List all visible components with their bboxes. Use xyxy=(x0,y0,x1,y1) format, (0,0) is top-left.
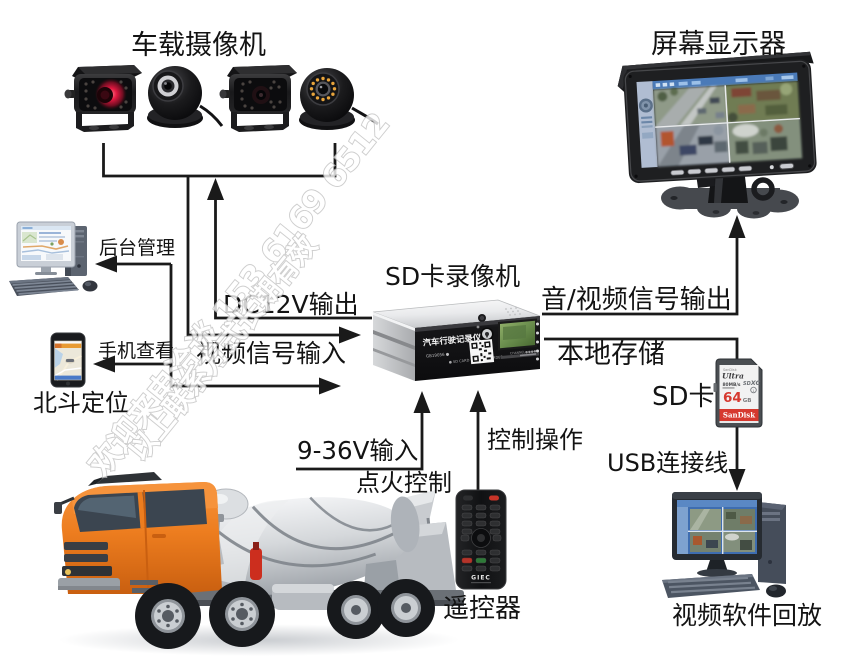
sd-capacity: 64GB xyxy=(723,390,752,406)
label-sd-card: SD卡 xyxy=(652,382,715,412)
label-ignition: 点火控制 xyxy=(356,469,452,497)
box-camera-1 xyxy=(64,65,142,132)
label-control-op: 控制操作 xyxy=(487,426,583,454)
label-beidou: 北斗定位 xyxy=(33,389,129,417)
arrowhead-phone xyxy=(93,355,115,373)
dvr-slot-caption: CHANNEL●●●● xyxy=(510,349,537,355)
label-usb-cable: USB连接线 xyxy=(607,449,729,477)
arrowhead-power-up xyxy=(413,391,431,413)
arrowhead-usb-down xyxy=(728,469,746,491)
label-playback: 视频软件回放 xyxy=(672,601,823,630)
sd-speed: 80MB/s xyxy=(723,382,741,388)
label-local-storage: 本地存储 xyxy=(557,339,665,370)
arrowhead-backend xyxy=(95,255,117,273)
screen-monitor xyxy=(617,51,817,219)
connector-local-storage xyxy=(544,337,739,363)
sd-brand-small: SanDisk xyxy=(723,368,737,372)
label-remote: 遥控器 xyxy=(443,594,522,624)
label-dc12v-out: DC12V输出 xyxy=(223,290,359,319)
connector-camera-bracket xyxy=(102,143,337,178)
arrowhead-trunk-in xyxy=(319,377,341,395)
label-backend: 后台管理 xyxy=(99,237,176,259)
connector-power-in xyxy=(296,412,424,471)
label-video-in: 视频信号输入 xyxy=(196,339,347,368)
box-camera-2 xyxy=(219,65,297,132)
sd-card: SanDisk Ultra 80MB/s SDXC 1 64GB SanDisk xyxy=(713,358,763,428)
sd-series: Ultra xyxy=(722,372,744,381)
arrowhead-dc12v-up xyxy=(207,178,224,200)
remote-brand: GIEC xyxy=(471,575,491,582)
label-monitor-title: 屏幕显示器 xyxy=(651,29,786,60)
playback-computer xyxy=(662,492,786,598)
phone xyxy=(50,332,86,388)
label-av-out: 音/视频信号输出 xyxy=(541,285,732,315)
dvr-unit: 汽车行驶记录仪 GB19056 ● ● SD CARD VIDEO RECORD… xyxy=(372,299,541,381)
label-phone-view: 手机查看 xyxy=(98,340,175,362)
sd-class-icon: 1 xyxy=(752,389,754,393)
dvr-panel-subtext: GB19056 ● xyxy=(426,351,450,358)
mixer-truck xyxy=(54,472,464,656)
label-power-in: 9-36V输入 xyxy=(297,436,419,465)
sd-brand-logo: SanDisk xyxy=(723,411,755,420)
sd-format: SDXC xyxy=(743,379,761,387)
label-cameras-title: 车载摄像机 xyxy=(131,30,266,61)
remote-control: GIEC xyxy=(455,489,507,590)
connector-av-out xyxy=(542,237,739,316)
arrowhead-video-in xyxy=(339,326,361,344)
arrowhead-monitor-up xyxy=(728,215,746,238)
dome-camera-2 xyxy=(299,68,379,130)
backend-computer xyxy=(9,221,98,296)
label-dvr-title: SD卡录像机 xyxy=(385,262,521,291)
connector-backend-trunk xyxy=(169,264,320,388)
connector-video-in xyxy=(186,176,340,337)
dome-camera-1 xyxy=(147,66,224,128)
connector-dc12v xyxy=(214,199,372,320)
arrowhead-control-up xyxy=(469,390,487,412)
